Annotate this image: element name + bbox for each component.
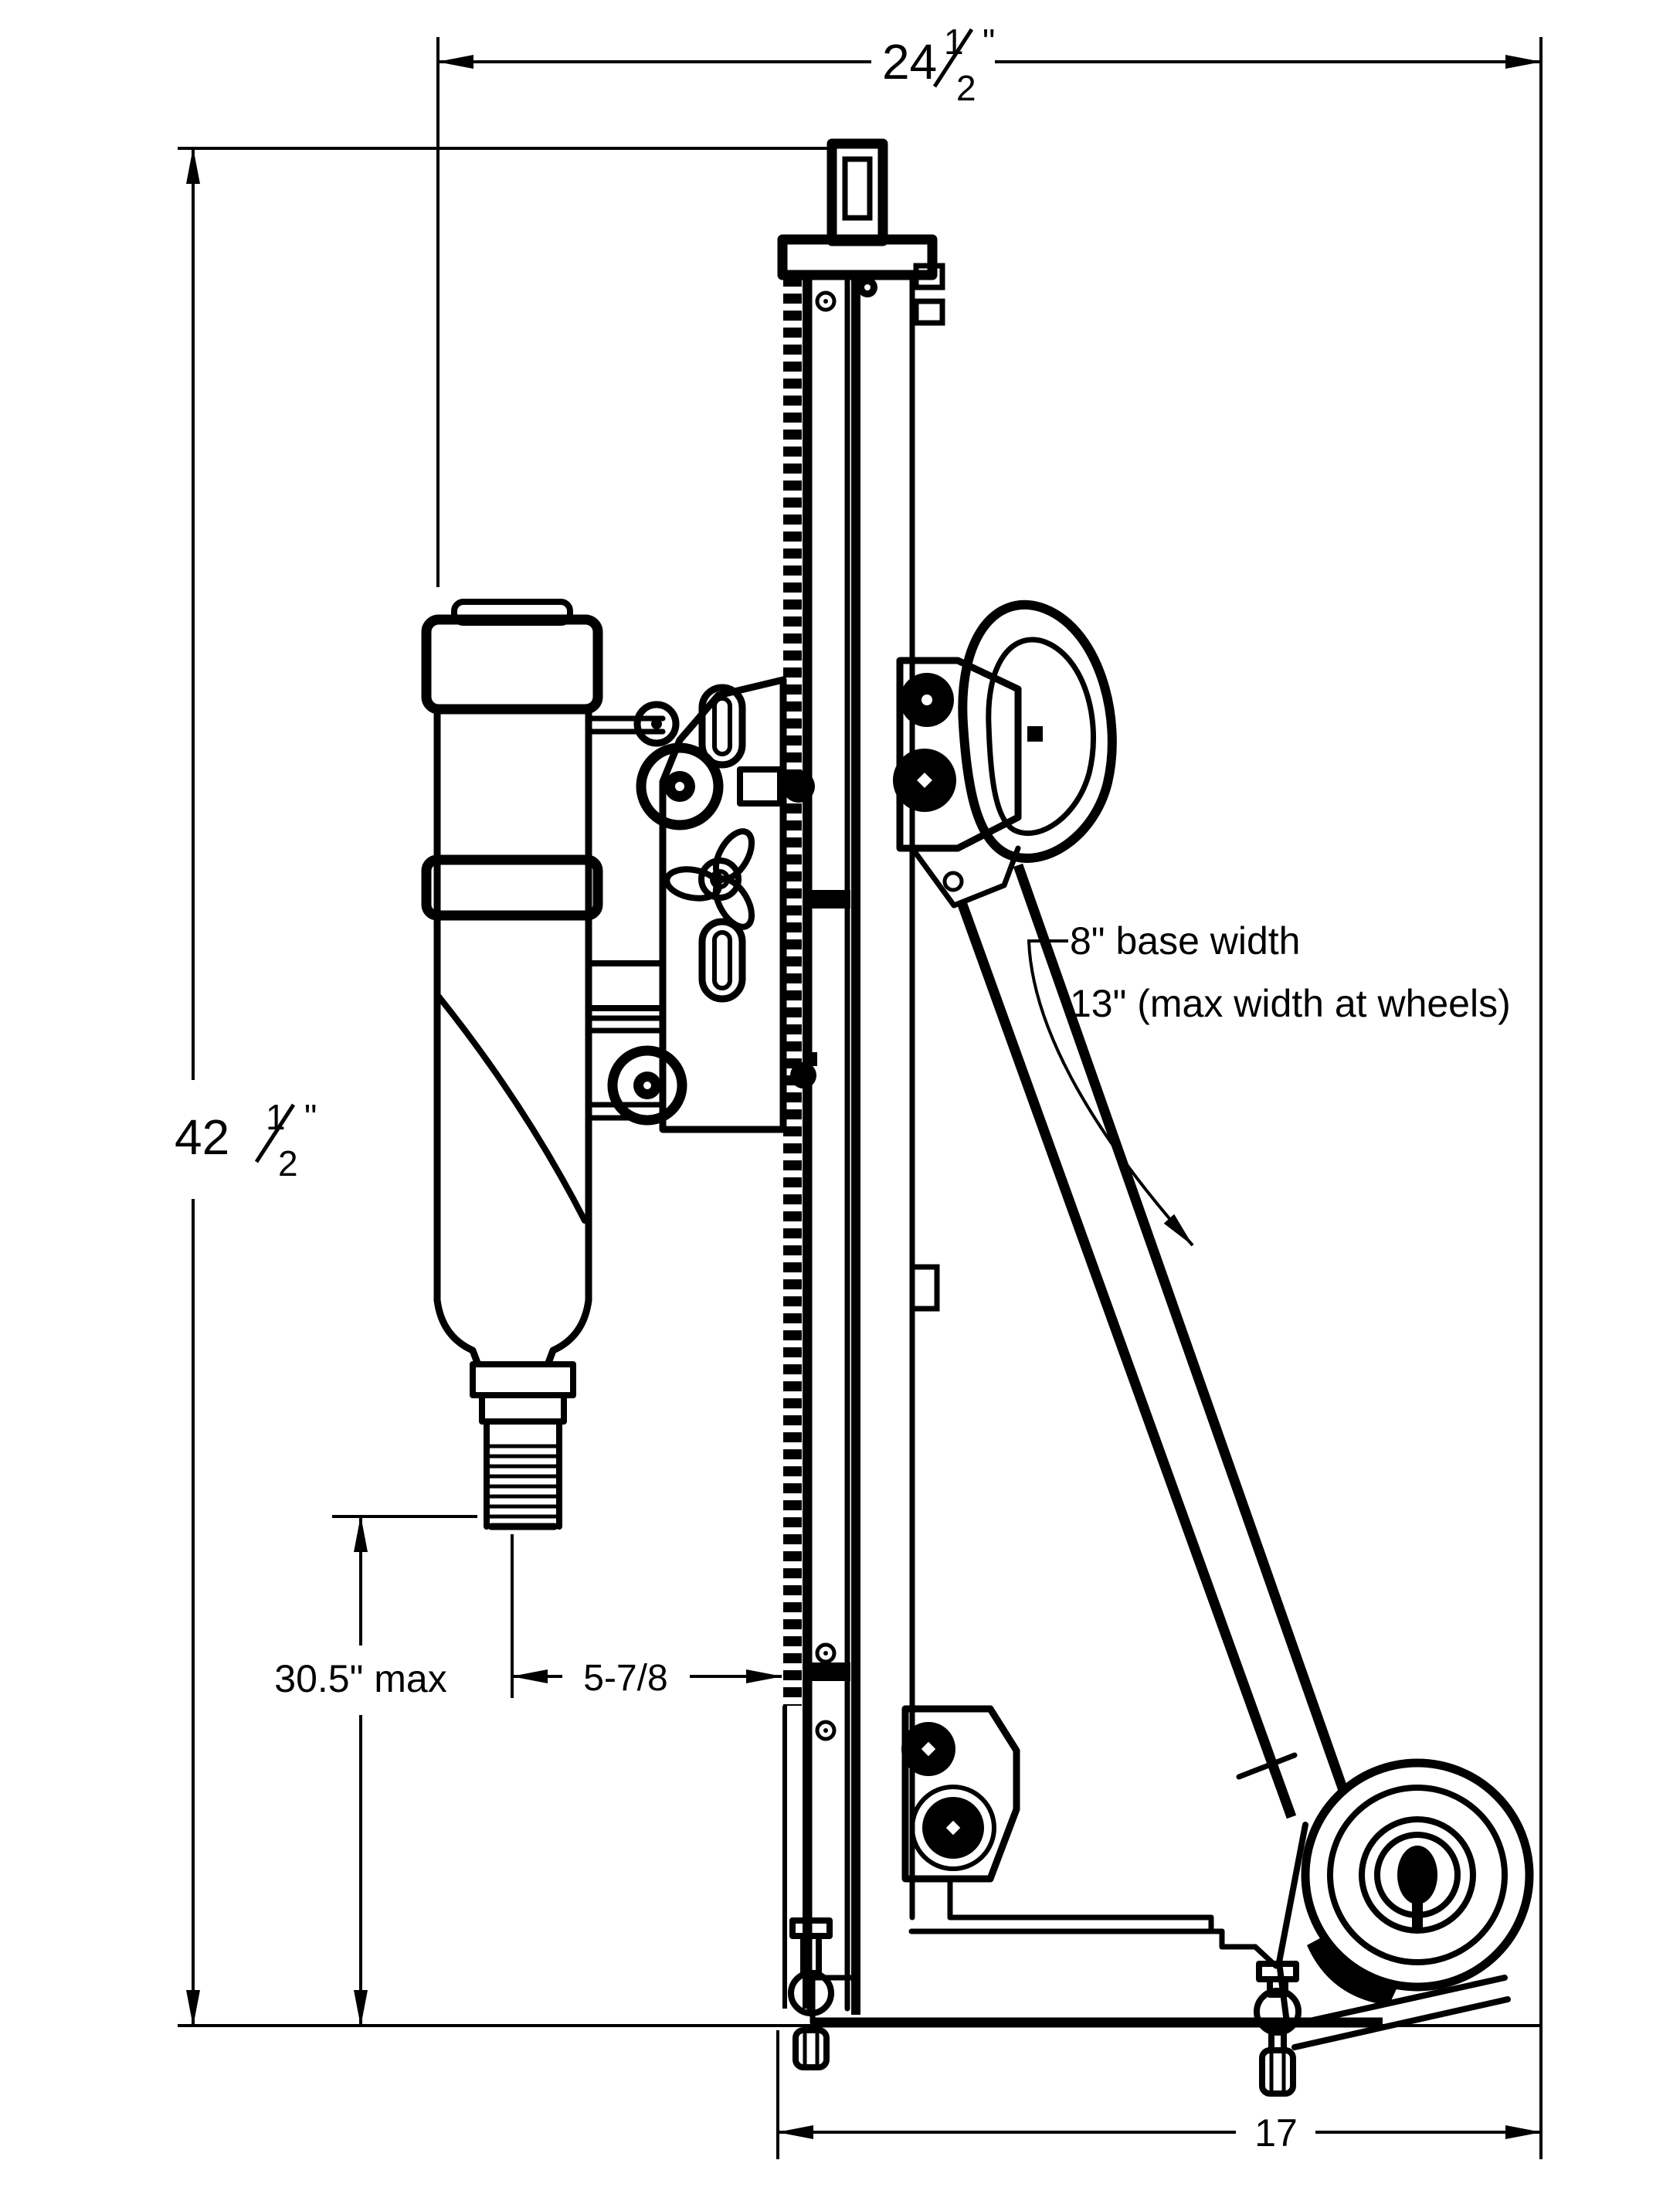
leveling-bolt-front <box>788 1917 834 2070</box>
bottom-bracket <box>901 1705 1020 1883</box>
handle-bracket <box>896 657 1022 852</box>
mast-column <box>777 138 945 2015</box>
drill-motor <box>421 599 603 1530</box>
dim-overall-height-whole: 42 <box>175 1109 229 1165</box>
dim-overall-depth-unit: " <box>983 22 995 62</box>
dimension-max-clearance: 30.5" max <box>274 1516 447 2026</box>
slot-upper <box>698 684 746 769</box>
dim-base-depth-label: 17 <box>1254 2111 1298 2155</box>
motor-spindle <box>470 1361 576 1530</box>
dimension-base-depth: 17 <box>777 2111 1542 2155</box>
dim-max-clearance-label: 30.5" max <box>274 1657 446 1700</box>
handle-grip-outer <box>958 599 1117 863</box>
mast-side-bracket <box>913 263 945 290</box>
dim-spindle-offset-label: 5-7/8 <box>583 1658 667 1699</box>
transport-wheel <box>1285 1758 1534 2050</box>
note-base-width: 8" base width 13" (max width at wheels) <box>1027 919 1511 1247</box>
handle-grip-inner <box>986 637 1096 837</box>
slot-lower <box>698 918 746 1003</box>
guide-roller-lower <box>607 1045 687 1126</box>
dimension-overall-height: 42 1 2 " <box>175 148 317 2026</box>
leveling-bolt-rear <box>1254 1961 1302 2097</box>
motor-band <box>421 854 603 921</box>
locking-wing-knob <box>664 828 755 930</box>
guide-roller-upper <box>633 701 680 747</box>
mast-top-tenon <box>826 138 888 246</box>
dimension-overall-depth: 24 1 2 " <box>437 22 1542 108</box>
dim-overall-depth-whole: 24 <box>882 34 937 90</box>
note-base-width-line1: 8" base width <box>1070 919 1301 963</box>
carriage-assembly <box>607 676 817 1133</box>
dim-overall-depth-denominator: 2 <box>956 68 976 108</box>
note-base-width-line2: 13" (max width at wheels) <box>1070 982 1511 1025</box>
dim-overall-height-denominator: 2 <box>278 1143 298 1184</box>
base-plate <box>809 1877 1383 2028</box>
dim-overall-height-unit: " <box>304 1097 317 1137</box>
leader-arrow <box>1027 939 1194 1247</box>
support-brace <box>956 863 1349 2026</box>
motor-top-cap <box>421 614 603 715</box>
mast-side-tab <box>909 1264 940 1312</box>
wheel-hub <box>1397 1846 1437 1904</box>
dimension-spindle-offset: 5-7/8 <box>511 1658 782 1699</box>
feed-knob <box>636 742 724 830</box>
handle-assembly <box>893 599 1117 909</box>
